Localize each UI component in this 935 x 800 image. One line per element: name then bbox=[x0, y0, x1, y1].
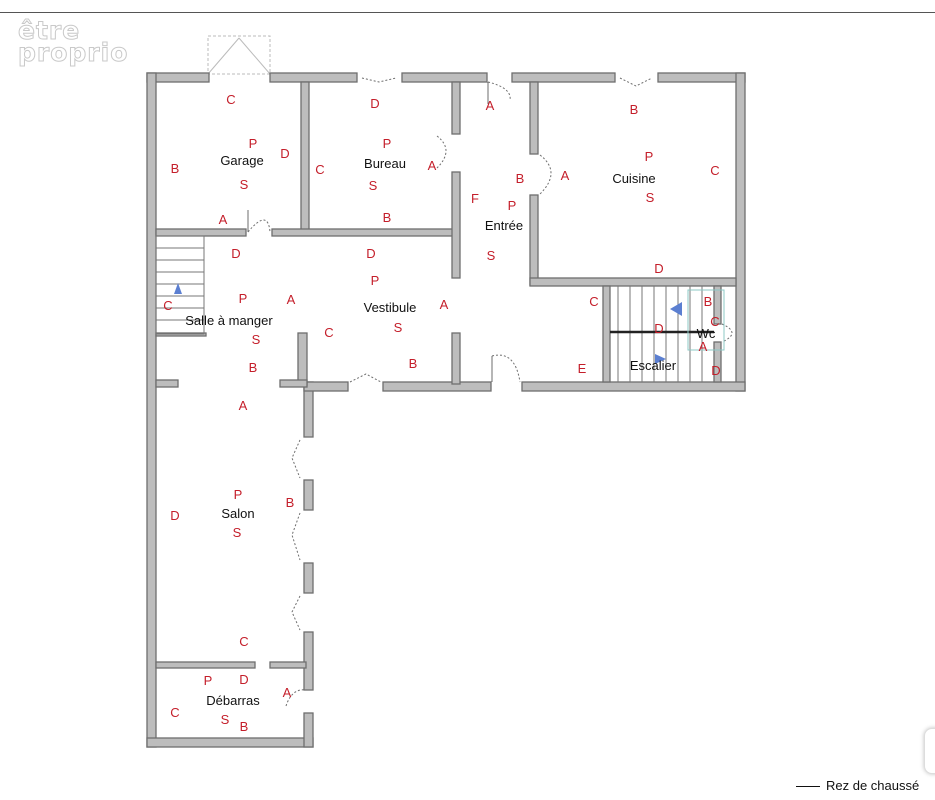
room-label-salle-a-manger: Salle à manger bbox=[185, 313, 273, 328]
svg-text:C: C bbox=[226, 92, 235, 107]
svg-text:B: B bbox=[516, 171, 525, 186]
top-border-line bbox=[0, 12, 935, 13]
svg-text:P: P bbox=[204, 673, 213, 688]
svg-text:P: P bbox=[234, 487, 243, 502]
svg-text:B: B bbox=[286, 495, 295, 510]
svg-text:D: D bbox=[711, 363, 720, 378]
exterior-walls bbox=[146, 72, 746, 748]
room-labels: Garage Bureau Entrée Cuisine Salle à man… bbox=[185, 153, 716, 708]
svg-text:C: C bbox=[239, 634, 248, 649]
svg-text:D: D bbox=[654, 321, 663, 336]
svg-text:C: C bbox=[170, 705, 179, 720]
svg-text:B: B bbox=[704, 294, 713, 309]
stair-up-arrow-icon bbox=[174, 283, 182, 294]
svg-text:A: A bbox=[219, 212, 228, 227]
room-label-garage: Garage bbox=[220, 153, 263, 168]
legend-level: Rez de chaussé bbox=[796, 778, 919, 793]
svg-text:D: D bbox=[280, 146, 289, 161]
garage-window bbox=[207, 35, 271, 75]
svg-text:S: S bbox=[252, 332, 261, 347]
svg-text:D: D bbox=[370, 96, 379, 111]
svg-text:P: P bbox=[249, 136, 258, 151]
room-label-entree: Entrée bbox=[485, 218, 523, 233]
svg-text:D: D bbox=[170, 508, 179, 523]
room-label-wc: Wc bbox=[697, 326, 716, 341]
wall-markers: C P D B S A D P C A S B A B F P S B P A … bbox=[163, 92, 720, 734]
svg-text:C: C bbox=[324, 325, 333, 340]
svg-text:B: B bbox=[409, 356, 418, 371]
doors bbox=[247, 77, 733, 707]
svg-text:A: A bbox=[440, 297, 449, 312]
stair-arrow-right-icon bbox=[655, 354, 666, 364]
room-label-salon: Salon bbox=[221, 506, 254, 521]
stair-arrow-left-icon bbox=[670, 302, 682, 316]
room-label-bureau: Bureau bbox=[364, 156, 406, 171]
svg-text:C: C bbox=[710, 163, 719, 178]
svg-text:P: P bbox=[239, 291, 248, 306]
watermark-line-2: proprio bbox=[17, 38, 129, 67]
svg-text:P: P bbox=[508, 198, 517, 213]
svg-text:A: A bbox=[283, 685, 292, 700]
svg-text:B: B bbox=[383, 210, 392, 225]
svg-text:B: B bbox=[171, 161, 180, 176]
svg-text:B: B bbox=[630, 102, 639, 117]
svg-text:F: F bbox=[471, 191, 479, 206]
svg-text:E: E bbox=[578, 361, 587, 376]
svg-text:S: S bbox=[646, 190, 655, 205]
legend-line-icon bbox=[796, 786, 820, 788]
svg-text:P: P bbox=[383, 136, 392, 151]
svg-text:C: C bbox=[710, 314, 719, 329]
svg-text:B: B bbox=[240, 719, 249, 734]
svg-text:C: C bbox=[315, 162, 324, 177]
svg-text:A: A bbox=[561, 168, 570, 183]
svg-text:C: C bbox=[163, 298, 172, 313]
svg-text:P: P bbox=[645, 149, 654, 164]
room-label-debarras: Débarras bbox=[206, 693, 260, 708]
room-label-vestibule: Vestibule bbox=[364, 300, 417, 315]
interior-walls bbox=[155, 81, 737, 669]
svg-text:D: D bbox=[231, 246, 240, 261]
svg-text:A: A bbox=[287, 292, 296, 307]
svg-text:A: A bbox=[699, 339, 708, 354]
svg-text:B: B bbox=[249, 360, 258, 375]
floating-side-button[interactable] bbox=[924, 728, 935, 774]
svg-text:S: S bbox=[221, 712, 230, 727]
dining-stairs bbox=[155, 235, 205, 335]
svg-text:D: D bbox=[239, 672, 248, 687]
svg-text:S: S bbox=[233, 525, 242, 540]
svg-text:D: D bbox=[654, 261, 663, 276]
svg-text:S: S bbox=[369, 178, 378, 193]
watermark-logo: être proprio bbox=[17, 16, 129, 67]
watermark-line-1: être bbox=[17, 16, 81, 45]
svg-text:C: C bbox=[589, 294, 598, 309]
svg-text:S: S bbox=[394, 320, 403, 335]
svg-text:S: S bbox=[240, 177, 249, 192]
svg-text:A: A bbox=[428, 158, 437, 173]
svg-text:D: D bbox=[366, 246, 375, 261]
svg-text:A: A bbox=[239, 398, 248, 413]
escalier-stairs bbox=[610, 286, 725, 382]
svg-text:P: P bbox=[371, 273, 380, 288]
svg-text:A: A bbox=[486, 98, 495, 113]
room-label-cuisine: Cuisine bbox=[612, 171, 655, 186]
room-label-escalier: Escalier bbox=[630, 358, 677, 373]
legend-label: Rez de chaussé bbox=[826, 778, 920, 793]
svg-text:S: S bbox=[487, 248, 496, 263]
